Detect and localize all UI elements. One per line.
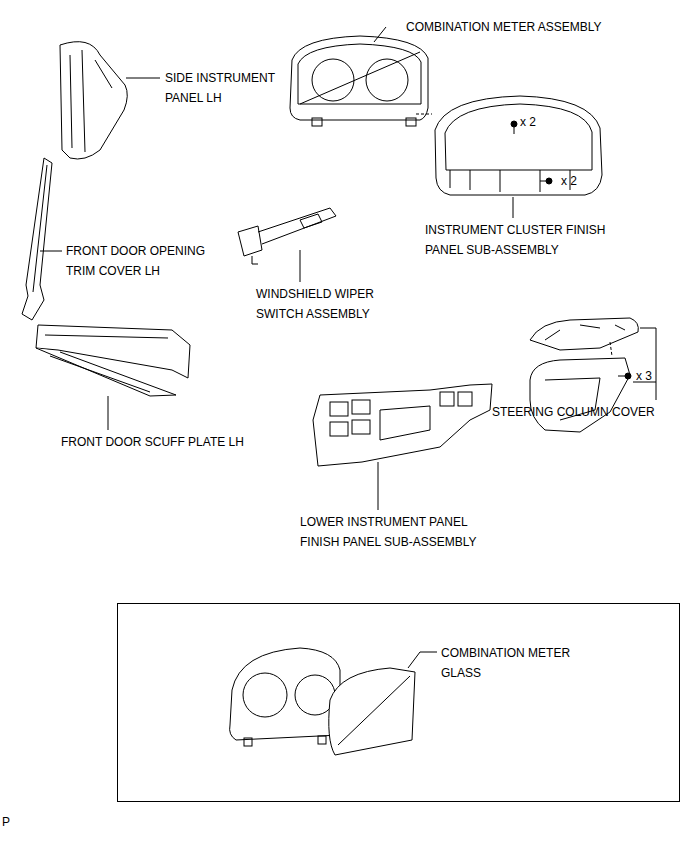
figure-code: P	[2, 812, 10, 832]
quantity-label: x 2	[520, 112, 536, 132]
quantity-label: x 2	[561, 171, 577, 191]
inset-box: COMBINATION METER GLASS	[117, 603, 680, 802]
quantity-label: x 3	[636, 366, 652, 386]
part-label: SIDE INSTRUMENT PANEL LH	[165, 68, 290, 108]
part-label: COMBINATION METER GLASS	[441, 643, 581, 683]
part-label: STEERING COLUMN COVER	[492, 402, 655, 422]
part-label: INSTRUMENT CLUSTER FINISH PANEL SUB-ASSE…	[425, 220, 620, 260]
part-label: LOWER INSTRUMENT PANEL FINISH PANEL SUB-…	[300, 512, 485, 552]
part-label: WINDSHIELD WIPER SWITCH ASSEMBLY	[256, 284, 386, 324]
part-label: COMBINATION METER ASSEMBLY	[406, 17, 602, 37]
part-label: FRONT DOOR OPENING TRIM COVER LH	[66, 241, 216, 281]
part-label: FRONT DOOR SCUFF PLATE LH	[61, 432, 244, 452]
